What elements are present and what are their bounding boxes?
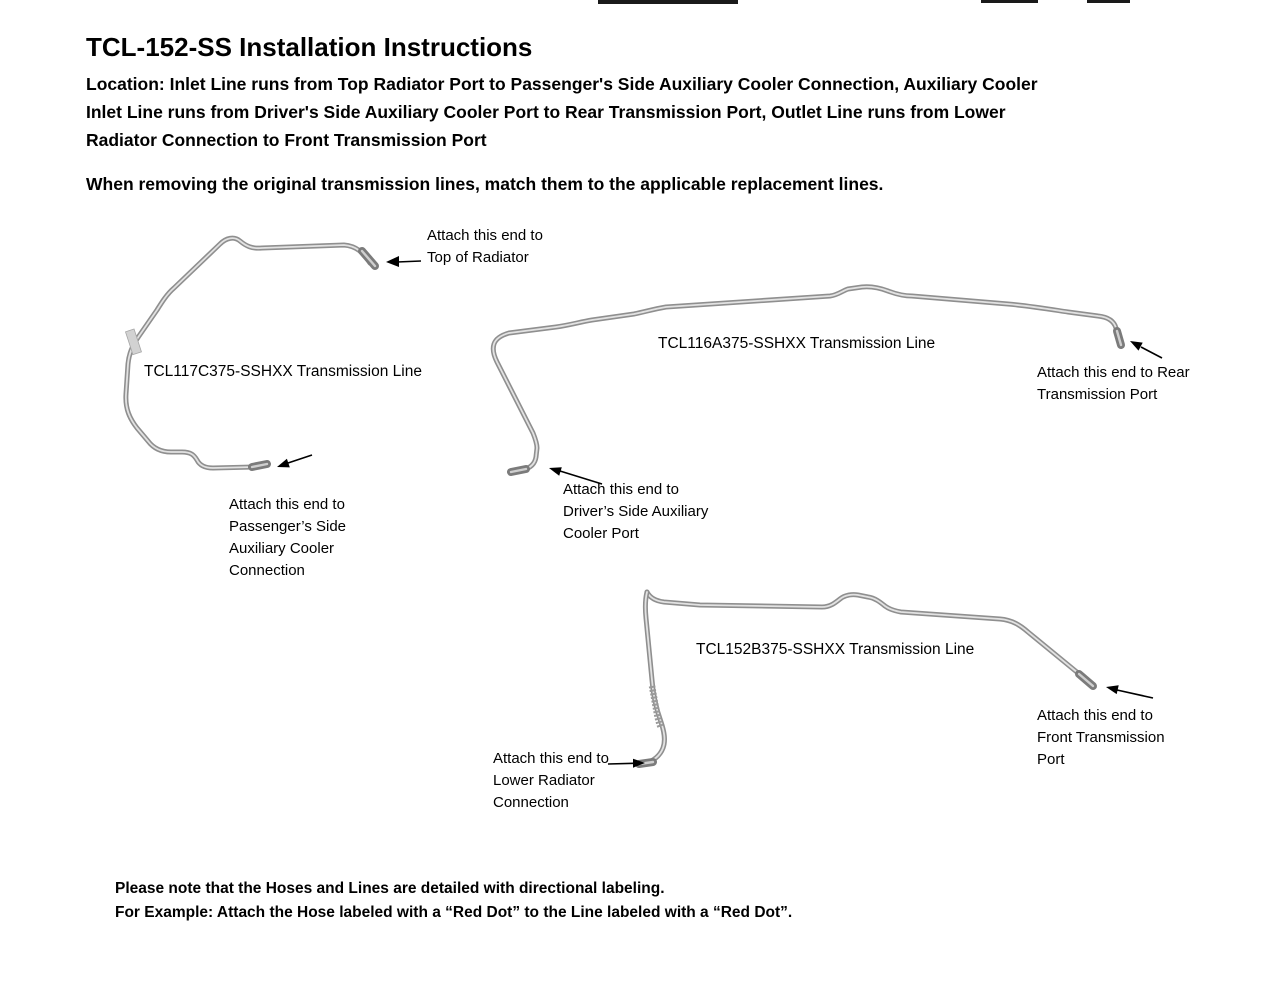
removal-instruction: When removing the original transmission … — [86, 174, 884, 194]
part-label-tcl116a375: TCL116A375-SSHXX Transmission Line — [658, 335, 936, 352]
tube-end-fitting-highlight — [1115, 329, 1123, 347]
annotation-passenger-connection: Attach this end to Passenger’s Side Auxi… — [229, 496, 347, 579]
tube-highlight — [492, 285, 1120, 471]
arrow-shaft — [607, 762, 635, 765]
arrow-head — [386, 256, 399, 267]
tube-end-fitting-highlight — [509, 467, 528, 474]
arrow-shaft — [396, 260, 422, 263]
annotation-rear-transmission-port: Attach this end to Rear Transmission Por… — [1037, 364, 1190, 403]
arrow-shaft — [1140, 346, 1163, 359]
transmission-line-tcl152b375 — [635, 589, 1097, 768]
tube-path — [644, 589, 1081, 676]
annotation-lower-radiator-connection: Attach this end to Lower Radiator Connec… — [493, 750, 609, 811]
arrow-head — [549, 467, 562, 476]
tube-highlight — [124, 237, 371, 469]
arrow-driver-aux-cooler-port — [549, 467, 603, 485]
location-paragraph: Location: Inlet Line runs from Top Radia… — [86, 74, 1038, 150]
transmission-line-tcl116a375 — [490, 284, 1125, 476]
cropped-edge-artifact — [1087, 0, 1130, 3]
directional-labeling-note: Please note that the Hoses and Lines are… — [115, 880, 793, 921]
page-title: TCL-152-SS Installation Instructions — [86, 32, 533, 62]
tube-end-fitting-highlight — [360, 249, 377, 268]
arrow-head — [633, 758, 645, 768]
tube-highlight — [646, 591, 1079, 674]
tube-path — [490, 284, 1122, 473]
arrow-front-transmission-port — [1106, 685, 1154, 699]
arrow-head — [277, 458, 290, 468]
arrow-shaft — [559, 470, 603, 485]
arrow-shaft — [1116, 689, 1154, 699]
tube-label-tag — [124, 328, 142, 356]
arrow-top-radiator — [386, 256, 422, 267]
annotation-front-transmission-port: Attach this end to Front Transmission Po… — [1037, 707, 1165, 768]
arrow-passenger-connection — [277, 454, 313, 468]
arrow-shaft — [287, 454, 313, 464]
tube-path — [123, 235, 373, 471]
cropped-edge-artifact — [598, 0, 738, 4]
arrow-rear-transmission-port — [1130, 341, 1163, 359]
cropped-edge-artifact — [981, 0, 1038, 3]
tube-end-fitting-highlight — [1077, 672, 1095, 688]
annotation-driver-aux-cooler-port: Attach this end to Driver’s Side Auxilia… — [563, 481, 709, 542]
part-label-tcl117c375: TCL117C375-SSHXX Transmission Line — [144, 363, 422, 380]
coil-wrap-section — [648, 685, 665, 730]
annotation-top-radiator: Attach this end to Top of Radiator — [427, 227, 543, 266]
part-label-tcl152b375: TCL152B375-SSHXX Transmission Line — [696, 641, 975, 658]
transmission-line-tcl117c375 — [123, 235, 379, 471]
arrow-head — [1106, 685, 1119, 695]
tube-end-fitting-highlight — [250, 462, 269, 469]
arrow-lower-radiator-connection — [607, 758, 645, 768]
arrow-head — [1130, 341, 1143, 351]
